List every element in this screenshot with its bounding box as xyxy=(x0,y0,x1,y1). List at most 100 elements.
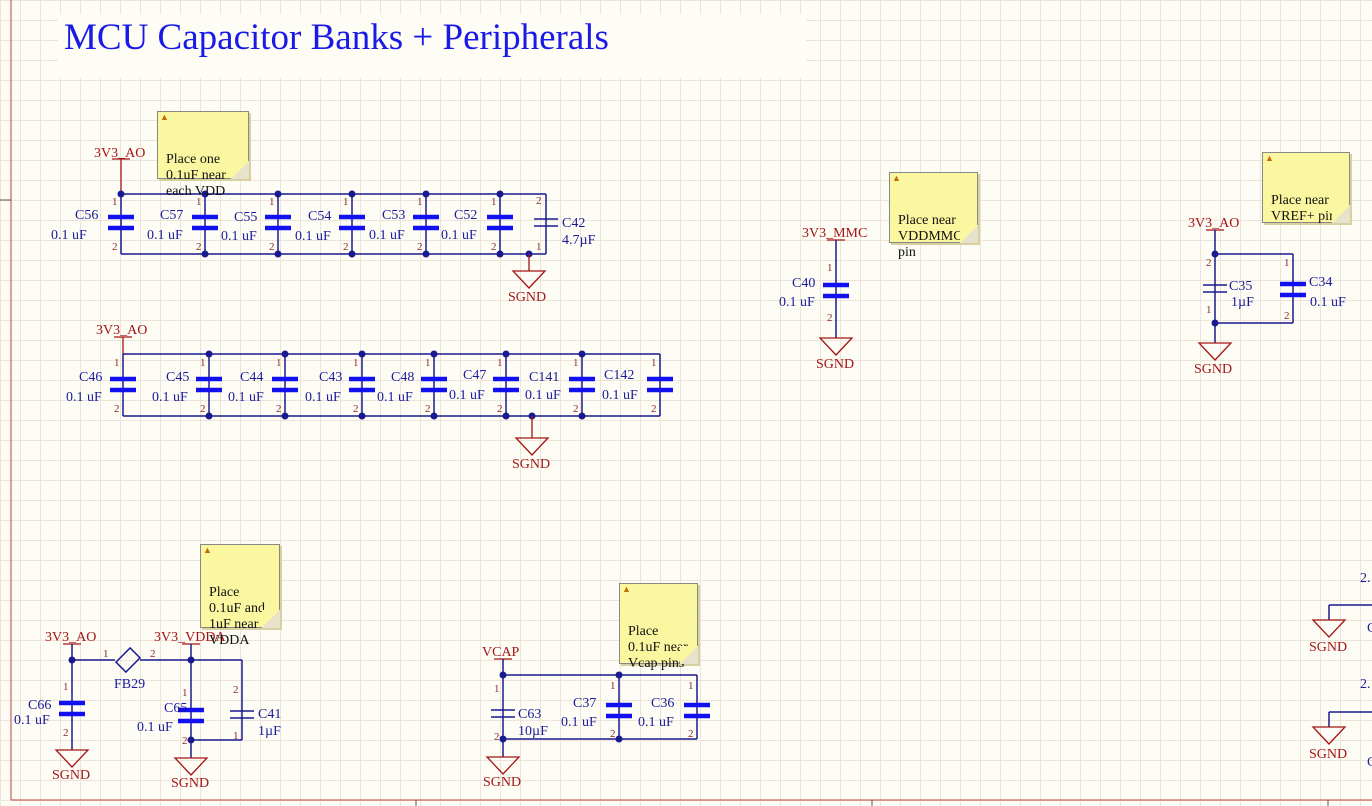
ref-c37: C37 xyxy=(573,696,596,711)
capacitor-c37[interactable] xyxy=(606,702,632,719)
vdda-filter: 3V3_AO 1 2 FB29 12 C66 0.1 uF SGND 3V3_V… xyxy=(14,630,281,791)
capacitor-c53[interactable] xyxy=(413,214,439,231)
capacitor-c141[interactable] xyxy=(569,376,595,393)
net-label-sgnd[interactable]: SGND xyxy=(1309,747,1347,762)
capacitor-c142[interactable] xyxy=(647,376,673,393)
net-label-vcap[interactable]: VCAP xyxy=(482,645,520,660)
note-vdda[interactable]: ▲ Place 0.1uF and 1uF near VDDA xyxy=(200,544,280,648)
capacitor-c56[interactable] xyxy=(108,214,134,231)
capacitor-c42[interactable] xyxy=(534,218,558,227)
svg-text:2: 2 xyxy=(651,403,657,415)
ground-symbol xyxy=(485,756,521,775)
svg-text:1: 1 xyxy=(103,648,109,660)
svg-text:2: 2 xyxy=(200,403,206,415)
ground-symbol xyxy=(1311,726,1347,745)
note-fold xyxy=(960,225,978,243)
bank-2: 3V3_AO C46 0.1 uF xyxy=(66,323,673,472)
svg-text:1: 1 xyxy=(112,196,118,208)
svg-text:1: 1 xyxy=(536,241,542,253)
ref-c142: C142 xyxy=(604,368,634,383)
note-vdd[interactable]: ▲ Place one 0.1uF near each VDD xyxy=(157,111,249,199)
svg-text:1: 1 xyxy=(276,357,282,369)
svg-text:2: 2 xyxy=(1206,257,1212,269)
ref-c34: C34 xyxy=(1309,275,1332,290)
net-label-sgnd[interactable]: SGND xyxy=(816,357,854,372)
svg-text:2: 2 xyxy=(196,241,202,253)
svg-text:1: 1 xyxy=(182,687,188,699)
ferrite-bead-fb29[interactable] xyxy=(114,646,142,674)
capacitor-c41[interactable] xyxy=(230,710,254,719)
ref-c44: C44 xyxy=(240,370,263,385)
capacitor-c36[interactable] xyxy=(684,702,710,719)
net-label-3v3-ao[interactable]: 3V3_AO xyxy=(1188,216,1239,231)
ref-c54: C54 xyxy=(308,209,331,224)
svg-text:1: 1 xyxy=(425,357,431,369)
svg-text:2: 2 xyxy=(63,727,69,739)
net-label-3v3-ao[interactable]: 3V3_AO xyxy=(45,630,96,645)
net-label-sgnd[interactable]: SGND xyxy=(508,290,546,305)
capacitor-c63[interactable] xyxy=(491,709,515,718)
svg-text:2: 2 xyxy=(827,312,833,324)
ground-symbol xyxy=(1311,619,1347,638)
net-label-3v3-ao[interactable]: 3V3_AO xyxy=(94,146,145,161)
capacitor-c48[interactable] xyxy=(421,376,447,393)
capacitor-c66[interactable] xyxy=(59,700,85,717)
net-label-sgnd[interactable]: SGND xyxy=(512,457,550,472)
capacitor-c44[interactable] xyxy=(272,376,298,393)
net-label-3v3-mmc[interactable]: 3V3_MMC xyxy=(802,226,867,241)
val-c53: 0.1 uF xyxy=(369,228,405,243)
ref-c63: C63 xyxy=(518,707,541,722)
capacitor-c34[interactable] xyxy=(1280,281,1306,298)
sheet-title: MCU Capacitor Banks + Peripherals xyxy=(64,17,609,58)
net-label-3v3-ao[interactable]: 3V3_AO xyxy=(96,323,147,338)
capacitor-c35[interactable] xyxy=(1203,284,1227,293)
ground-symbol xyxy=(173,757,209,776)
val-c42: 4.7µF xyxy=(562,233,596,248)
val-c65: 0.1 uF xyxy=(137,720,173,735)
net-label-sgnd[interactable]: SGND xyxy=(171,776,209,791)
capacitor-c57[interactable] xyxy=(192,214,218,231)
note-vcap[interactable]: ▲ Place 0.1uF near Vcap pins xyxy=(619,583,698,671)
note-fold xyxy=(231,161,249,179)
capacitor-c54[interactable] xyxy=(339,214,365,231)
note-vddmmc[interactable]: ▲ Place near VDDMMC pin xyxy=(889,172,978,260)
net-label-sgnd[interactable]: SGND xyxy=(1194,362,1232,377)
ref-c48: C48 xyxy=(391,370,414,385)
capacitor-c55[interactable] xyxy=(265,214,291,231)
ref-c40: C40 xyxy=(792,276,815,291)
val-c37: 0.1 uF xyxy=(561,715,597,730)
svg-text:2: 2 xyxy=(343,241,349,253)
val-c46: 0.1 uF xyxy=(66,390,102,405)
val-c45: 0.1 uF xyxy=(152,390,188,405)
ref-c46: C46 xyxy=(79,370,102,385)
val-c40: 0.1 uF xyxy=(779,295,815,310)
net-label-sgnd[interactable]: SGND xyxy=(1309,640,1347,655)
capacitor-c40[interactable] xyxy=(823,282,849,299)
val-c35: 1µF xyxy=(1231,295,1254,310)
ref-c45: C45 xyxy=(166,370,189,385)
capacitor-c45[interactable] xyxy=(196,376,222,393)
capacitor-c43[interactable] xyxy=(349,376,375,393)
capacitor-c47[interactable] xyxy=(493,376,519,393)
svg-text:2: 2 xyxy=(688,728,694,740)
capacitor-c46[interactable] xyxy=(110,376,136,393)
svg-text:2: 2 xyxy=(150,648,156,660)
capacitor-c52[interactable] xyxy=(487,214,513,231)
ref-c55: C55 xyxy=(234,210,257,225)
ref-c47: C47 xyxy=(463,368,486,383)
right-edge-partial: 2. SGND C 2. SGND C xyxy=(1309,571,1372,770)
svg-text:1: 1 xyxy=(497,357,503,369)
svg-text:2: 2 xyxy=(491,241,497,253)
net-label-sgnd[interactable]: SGND xyxy=(52,768,90,783)
svg-text:1: 1 xyxy=(494,683,500,695)
ground-symbol xyxy=(818,337,854,356)
note-vref[interactable]: ▲ Place near VREF+ pin xyxy=(1262,152,1350,224)
net-label-3v3-vdda[interactable]: 3V3_VDDA xyxy=(154,630,226,645)
capacitor-c65[interactable] xyxy=(178,707,204,724)
warning-icon: ▲ xyxy=(203,545,212,555)
note-fold xyxy=(680,646,698,664)
svg-text:1: 1 xyxy=(269,196,275,208)
net-label-sgnd[interactable]: SGND xyxy=(483,775,521,790)
ref-c36: C36 xyxy=(651,696,674,711)
svg-text:2: 2 xyxy=(1284,310,1290,322)
